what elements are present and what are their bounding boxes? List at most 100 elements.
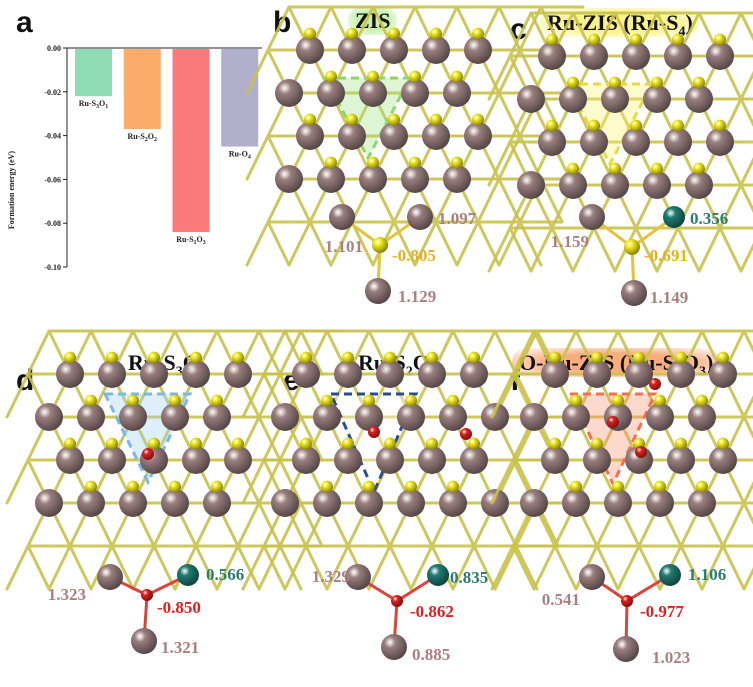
zn-atom [583, 360, 611, 388]
s-atom [405, 394, 417, 407]
zn-atom [329, 204, 355, 230]
y-axis-title: Formation energy (eV) [7, 151, 16, 230]
zn-atom [664, 128, 692, 156]
charge-label-center: -0.850 [157, 598, 201, 617]
zn-atom [397, 403, 425, 431]
y-tick-label: -0.06 [44, 175, 61, 184]
s-atom [630, 33, 642, 46]
s-atom [372, 237, 388, 253]
o-atom [649, 378, 661, 390]
zn-atom [355, 489, 383, 517]
zn-atom [622, 42, 650, 70]
zn-atom [97, 564, 123, 590]
charge-label-left: 1.159 [551, 232, 589, 251]
s-atom [325, 70, 337, 83]
s-atom [304, 27, 316, 40]
ru-atom [659, 564, 681, 586]
zn-atom [422, 122, 450, 150]
zn-atom [376, 360, 404, 388]
zn-atom [541, 360, 569, 388]
zn-atom [601, 85, 629, 113]
s-atom [588, 119, 600, 132]
s-atom [609, 162, 621, 175]
s-atom [472, 113, 484, 126]
zn-atom [401, 79, 429, 107]
zn-atom [706, 128, 734, 156]
zn-atom [688, 489, 716, 517]
zn-atom [685, 171, 713, 199]
zn-atom [380, 122, 408, 150]
s-atom [64, 437, 76, 450]
s-atom [651, 76, 663, 89]
zn-atom [98, 446, 126, 474]
zn-atom [625, 360, 653, 388]
s-atom [714, 119, 726, 132]
s-atom [430, 27, 442, 40]
s-atom [405, 480, 417, 493]
s-atom [426, 437, 438, 450]
s-atom [169, 480, 181, 493]
zn-atom [688, 403, 716, 431]
y-tick-label: -0.08 [44, 219, 61, 228]
charge-label-bottom: 1.321 [161, 638, 199, 657]
s-atom [693, 162, 705, 175]
zn-atom [275, 79, 303, 107]
zn-atom [643, 85, 671, 113]
ru-atom [663, 206, 685, 228]
s-atom [588, 33, 600, 46]
s-atom [300, 437, 312, 450]
zn-atom [380, 36, 408, 64]
s-atom [384, 437, 396, 450]
zn-atom [643, 171, 671, 199]
zn-atom [381, 634, 407, 660]
zn-atom [621, 280, 647, 306]
s-atom [388, 113, 400, 126]
s-atom [367, 70, 379, 83]
charge-label-right: 0.835 [450, 568, 488, 587]
s-atom [190, 351, 202, 364]
zn-atom [292, 360, 320, 388]
charge-label-bottom: 1.149 [650, 288, 688, 307]
s-atom [654, 394, 666, 407]
s-atom [409, 70, 421, 83]
zn-atom [271, 403, 299, 431]
charge-label-bottom: 1.129 [398, 287, 436, 306]
zn-atom [579, 564, 605, 590]
s-atom [127, 394, 139, 407]
zn-atom [562, 489, 590, 517]
zn-atom [579, 204, 605, 230]
s-atom [321, 480, 333, 493]
bar-ru-s1o3 [172, 49, 210, 232]
s-atom [624, 239, 640, 255]
zn-atom [334, 360, 362, 388]
s-atom [654, 480, 666, 493]
ru-zis-lattice-image [487, 11, 753, 273]
zn-atom [604, 489, 632, 517]
ru-s2o2-lattice-image [241, 329, 581, 591]
zn-atom [161, 489, 189, 517]
zn-atom [460, 446, 488, 474]
zn-atom [161, 403, 189, 431]
charge-label-left: 1.323 [48, 585, 86, 604]
s-atom [630, 119, 642, 132]
zn-atom [397, 489, 425, 517]
zn-atom [365, 278, 391, 304]
s-atom [717, 437, 729, 450]
zn-atom [98, 360, 126, 388]
zn-atom [338, 122, 366, 150]
charge-label-right: 1.106 [688, 565, 726, 584]
y-tick-label: 0.00 [47, 44, 61, 53]
o-atom [141, 589, 153, 601]
zn-atom [706, 42, 734, 70]
s-atom [447, 394, 459, 407]
s-atom [169, 394, 181, 407]
zn-atom [439, 403, 467, 431]
charge-label-right: 0.356 [690, 209, 728, 228]
zn-atom [77, 403, 105, 431]
o-atom [460, 428, 472, 440]
zn-atom [520, 403, 548, 431]
zn-atom [481, 403, 509, 431]
s-atom [612, 394, 624, 407]
zn-atom [203, 489, 231, 517]
